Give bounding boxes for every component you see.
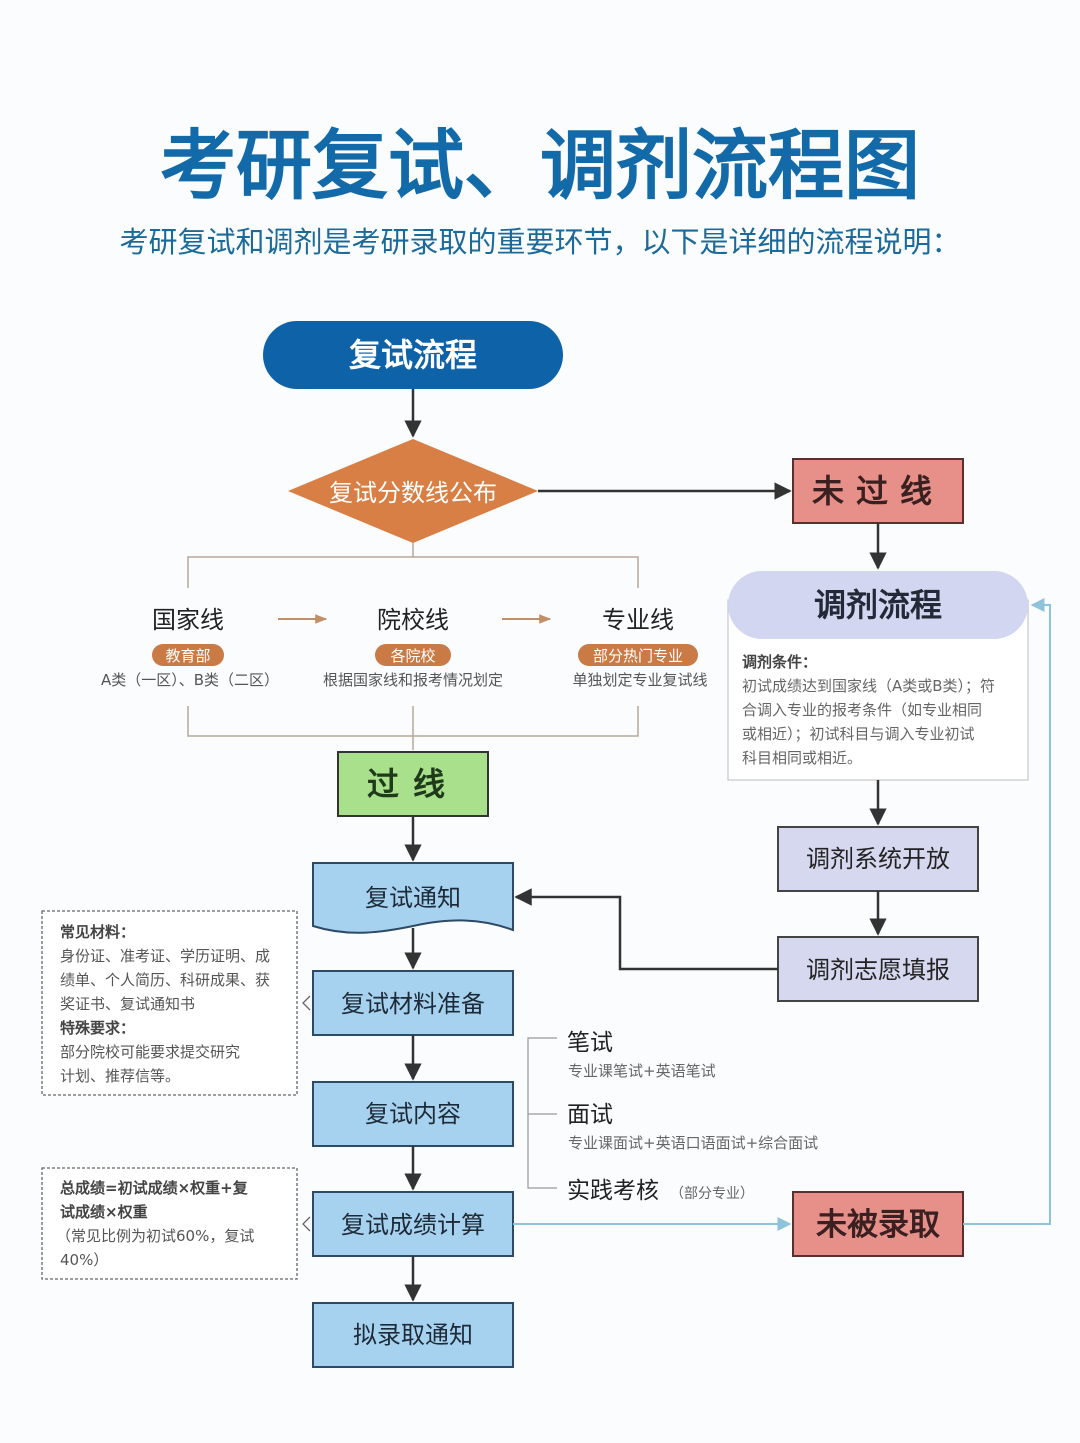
note-line: 40%） <box>60 1251 108 1269</box>
page-title: 考研复试、调剂流程图 <box>160 121 920 210</box>
adjust-cond-line: 合调入专业的报考条件（如专业相同 <box>742 701 982 719</box>
badge <box>152 644 224 666</box>
step-node-notice <box>312 862 514 934</box>
content-item-desc: 专业课笔试+英语笔试 <box>568 1062 716 1080</box>
content-item-name: 面试 <box>567 1102 613 1128</box>
adjust-cond-line: 初试成绩达到国家线（A类或B类）；符 <box>742 677 995 695</box>
note-pointer <box>302 1216 311 1232</box>
score-line-school: 院校线 各院校 根据国家线和报考情况划定 <box>323 606 503 689</box>
bracket-top <box>187 543 639 588</box>
badge <box>375 644 451 666</box>
badge <box>578 644 698 666</box>
adjust-system-node <box>777 826 979 892</box>
note-line: 奖证书、复试通知书 <box>60 995 195 1013</box>
content-item-name: 实践考核 <box>567 1178 659 1204</box>
step-node-content <box>312 1081 514 1147</box>
page-subtitle: 考研复试和调剂是考研录取的重要环节，以下是详细的流程说明： <box>119 225 960 259</box>
adjust-cond-line: 或相近）；初试科目与调入专业初试 <box>742 725 975 743</box>
content-item-desc: 专业课面试+英语口语面试+综合面试 <box>568 1134 818 1152</box>
score-line-name: 专业线 <box>602 606 674 634</box>
content-item-name: 笔试 <box>567 1030 613 1056</box>
badge-label: 各院校 <box>390 647 435 665</box>
adjust-cond-heading: 调剂条件： <box>742 653 817 671</box>
adjust-cond-line: 科目相同或相近。 <box>742 749 862 767</box>
score-line-major: 专业线 部分热门专业 单独划定专业复试线 <box>572 606 707 689</box>
bracket-bottom <box>187 706 639 750</box>
adjust-fill-node <box>777 936 979 1002</box>
note-formula: 总成绩=初试成绩×权重+复 <box>60 1179 249 1197</box>
step-label: 复试通知 <box>365 884 461 912</box>
score-line-desc: 单独划定专业复试线 <box>572 671 707 689</box>
connector <box>963 598 1051 1225</box>
start-node <box>263 321 563 389</box>
badge-label: 教育部 <box>165 647 210 665</box>
note-line: 部分院校可能要求提交研究 <box>60 1043 240 1061</box>
score-line-name: 国家线 <box>152 606 224 634</box>
start-node-label: 复试流程 <box>349 336 477 374</box>
note-pointer <box>302 995 311 1011</box>
step-label: 复试材料准备 <box>341 990 485 1018</box>
step-label: 拟录取通知 <box>353 1321 473 1349</box>
score-line-desc: A类（一区）、B类（二区） <box>101 671 279 689</box>
badge-label: 部分热门专业 <box>593 647 683 665</box>
adjust-system-label: 调剂系统开放 <box>806 845 950 873</box>
not-admitted-node <box>792 1191 964 1257</box>
adjust-fill-label: 调剂志愿填报 <box>806 956 950 984</box>
connector <box>514 888 778 971</box>
adjust-title-pill <box>728 571 1028 639</box>
note-line: 绩单、个人简历、科研成果、获 <box>60 971 270 989</box>
score-note <box>41 1167 298 1280</box>
score-line-name: 院校线 <box>377 606 449 634</box>
score-line-desc: 根据国家线和报考情况划定 <box>323 671 503 689</box>
step-label: 复试成绩计算 <box>341 1211 485 1239</box>
note-line: 计划、推荐信等。 <box>60 1067 180 1085</box>
note-line: 身份证、准考证、学历证明、成 <box>60 947 270 965</box>
fail-node <box>792 458 964 524</box>
adjust-title: 调剂流程 <box>814 586 942 624</box>
score-line-national: 国家线 教育部 A类（一区）、B类（二区） <box>101 606 279 689</box>
note-heading: 特殊要求： <box>60 1019 135 1037</box>
content-bracket <box>527 1037 557 1189</box>
step-node-materials <box>312 970 514 1036</box>
note-formula: 试成绩×权重 <box>60 1203 148 1221</box>
fail-node-label: 未过线 <box>812 472 944 510</box>
pass-node-label: 过线 <box>367 765 459 803</box>
step-node-admission <box>312 1302 514 1368</box>
content-item-note: （部分专业） <box>670 1186 754 1202</box>
materials-note <box>41 910 298 1096</box>
note-line: （常见比例为初试60%，复试 <box>56 1227 254 1245</box>
step-label: 复试内容 <box>365 1100 461 1128</box>
decision-node <box>288 439 538 543</box>
decision-node-label: 复试分数线公布 <box>329 479 497 507</box>
not-admitted-label: 未被录取 <box>816 1207 940 1243</box>
note-heading: 常见材料： <box>60 923 135 941</box>
